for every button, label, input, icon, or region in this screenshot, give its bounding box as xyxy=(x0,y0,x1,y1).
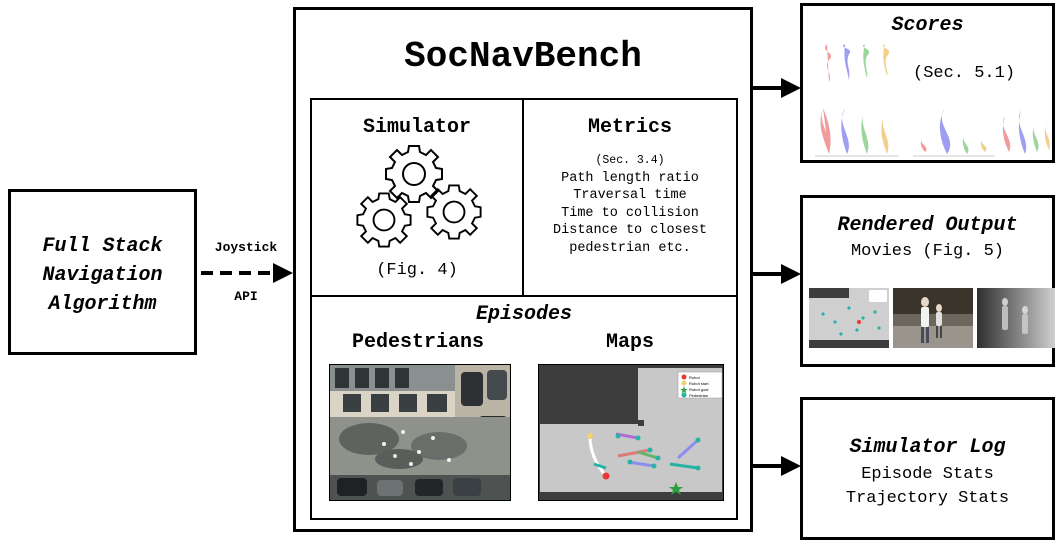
metrics-ref: (Sec. 3.4) xyxy=(595,154,665,167)
rendered-title: Rendered Output xyxy=(837,214,1018,237)
metric-item: Traversal time xyxy=(573,188,687,203)
legend-pedestrian: Pedestrian xyxy=(689,393,708,398)
scores-ref: (Sec. 5.1) xyxy=(913,64,1016,83)
pedestrians-title: Pedestrians xyxy=(351,331,485,354)
legend-pedestrian-marker xyxy=(681,392,687,398)
log-trajectory-stats: Trajectory Stats xyxy=(845,489,1010,508)
map-image: Robot Robot start Robot goal Pedestrian xyxy=(538,364,724,501)
legend-robot-marker xyxy=(681,374,687,380)
legend-start: Robot start xyxy=(689,381,709,386)
log-episode-stats: Episode Stats xyxy=(861,465,994,484)
algorithm-box: Full Stack Navigation Algorithm xyxy=(8,189,197,355)
joystick-arrow xyxy=(201,263,293,283)
scores-box: Scores (Sec. 5.1) xyxy=(800,3,1055,163)
api-label: API xyxy=(234,289,258,304)
legend-goal-marker xyxy=(680,386,688,394)
socnavbench-box: SocNavBench Simulator xyxy=(293,7,753,532)
log-title: Simulator Log xyxy=(849,436,1006,459)
metric-item: pedestrian etc. xyxy=(569,240,691,256)
simulator-title: Simulator xyxy=(362,116,472,139)
algorithm-line-3: Algorithm xyxy=(48,293,157,316)
bench-inner: Simulator (Fig. 4) Metrics (Sec xyxy=(310,98,738,520)
bench-title: SocNavBench xyxy=(404,36,642,77)
gears-icon xyxy=(356,145,482,248)
rendered-box: Rendered Output Movies (Fig. 5) xyxy=(800,195,1055,367)
metric-item: Distance to closest xyxy=(553,223,707,238)
legend-goal: Robot goal xyxy=(689,387,708,392)
violin-plots xyxy=(815,44,1050,157)
maps-title: Maps xyxy=(605,331,654,354)
arrow-to-log xyxy=(753,456,801,476)
metrics-title: Metrics xyxy=(587,116,672,139)
arrow-to-scores xyxy=(753,78,801,98)
legend-robot: Robot xyxy=(689,375,701,380)
joystick-label: Joystick xyxy=(214,240,278,255)
pedestrians-image xyxy=(329,364,511,501)
episodes-title: Episodes xyxy=(475,303,572,326)
algorithm-line-1: Full Stack xyxy=(42,235,163,258)
arrow-to-rendered xyxy=(753,264,801,284)
log-box: Simulator Log Episode Stats Trajectory S… xyxy=(800,397,1055,540)
metric-item: Path length ratio xyxy=(561,170,699,186)
metrics-list: (Sec. 3.4) Path length ratio Traversal t… xyxy=(524,152,736,257)
algorithm-line-2: Navigation xyxy=(42,264,163,287)
simulator-ref: (Fig. 4) xyxy=(376,261,458,280)
divider-vertical xyxy=(522,100,524,295)
metric-item: Time to collision xyxy=(561,205,699,221)
rendered-subtitle: Movies (Fig. 5) xyxy=(850,242,1005,261)
divider-horizontal xyxy=(312,295,736,297)
legend-start-marker xyxy=(681,380,687,386)
scores-title: Scores xyxy=(891,14,964,37)
rendered-frames xyxy=(809,288,1055,348)
